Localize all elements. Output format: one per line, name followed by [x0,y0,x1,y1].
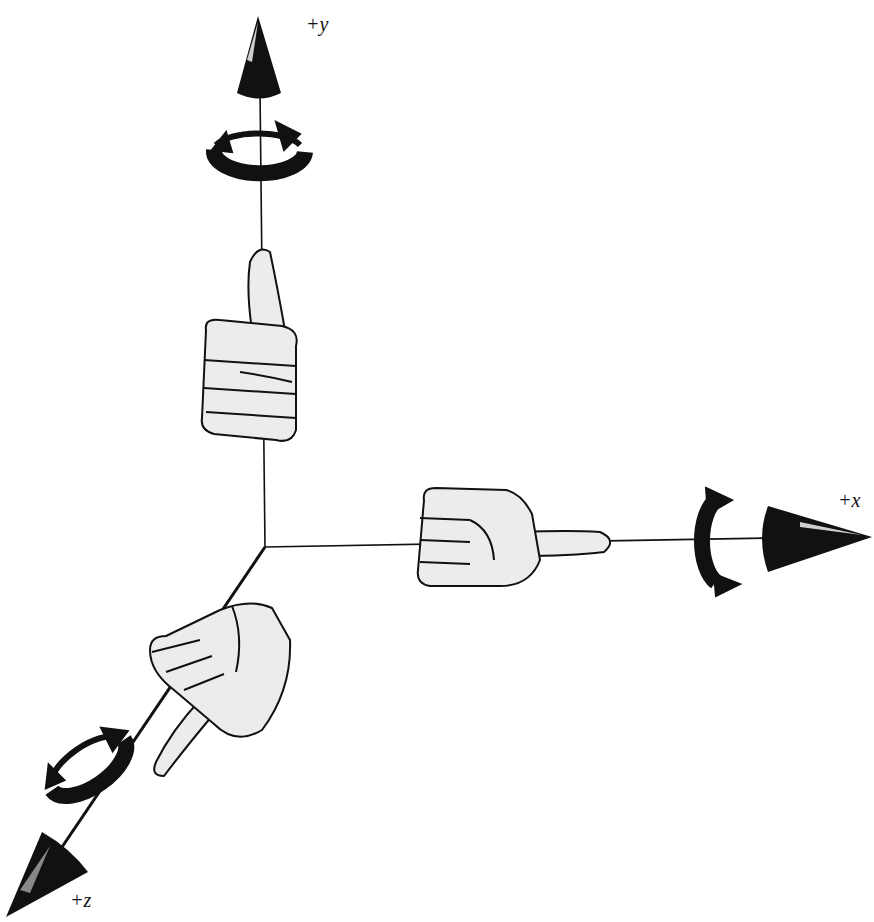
axis-label: +x [838,490,860,510]
y-cone [237,16,281,99]
axis-lines [60,90,770,850]
y-hand [202,250,297,441]
x-cone [762,506,872,572]
y-rotation-arrow [212,122,305,173]
axis-label: +y [306,14,328,34]
x-hand [418,488,610,586]
z-rotation-arrow [35,716,143,810]
axis-label: +z [70,890,91,910]
z-hand [150,603,290,776]
x-rotation-arrow [702,488,740,596]
